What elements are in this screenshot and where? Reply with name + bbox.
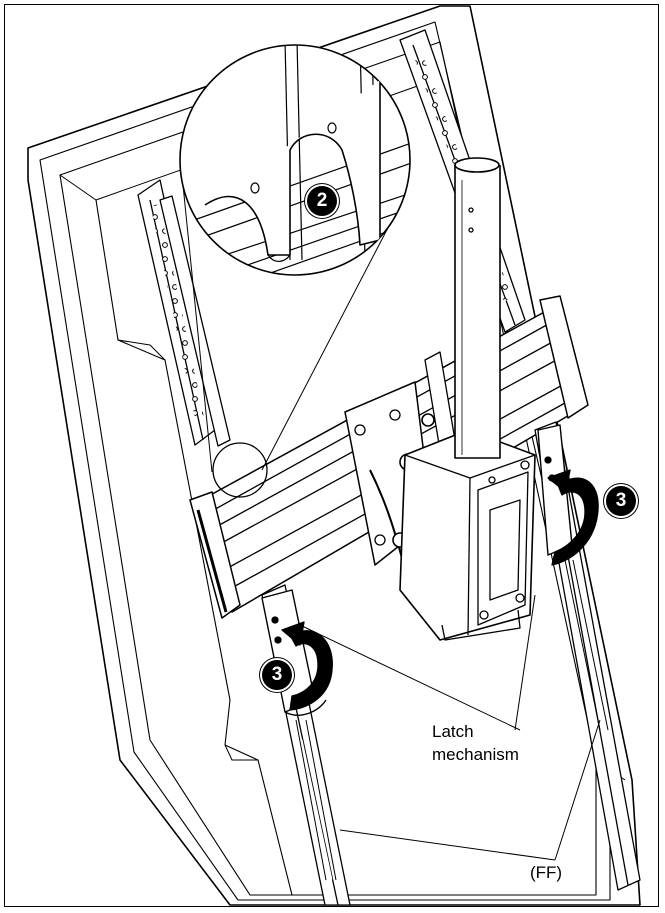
leader-lines — [299, 594, 601, 861]
latch-label-line2: mechanism — [430, 745, 521, 765]
rotation-arrow-right — [547, 469, 599, 566]
upper-left-rail — [137, 179, 231, 447]
ff-label: (FF) — [528, 863, 565, 883]
step-2-callout: 2 — [307, 186, 337, 216]
step-3-callout-right: 3 — [606, 486, 636, 516]
figure-frame — [4, 4, 659, 907]
pole-assembly — [399, 157, 536, 641]
step-3-callout-left: 3 — [262, 660, 292, 690]
rotation-arrow-left — [281, 621, 333, 711]
latch-label-line1: Latch — [430, 722, 476, 742]
